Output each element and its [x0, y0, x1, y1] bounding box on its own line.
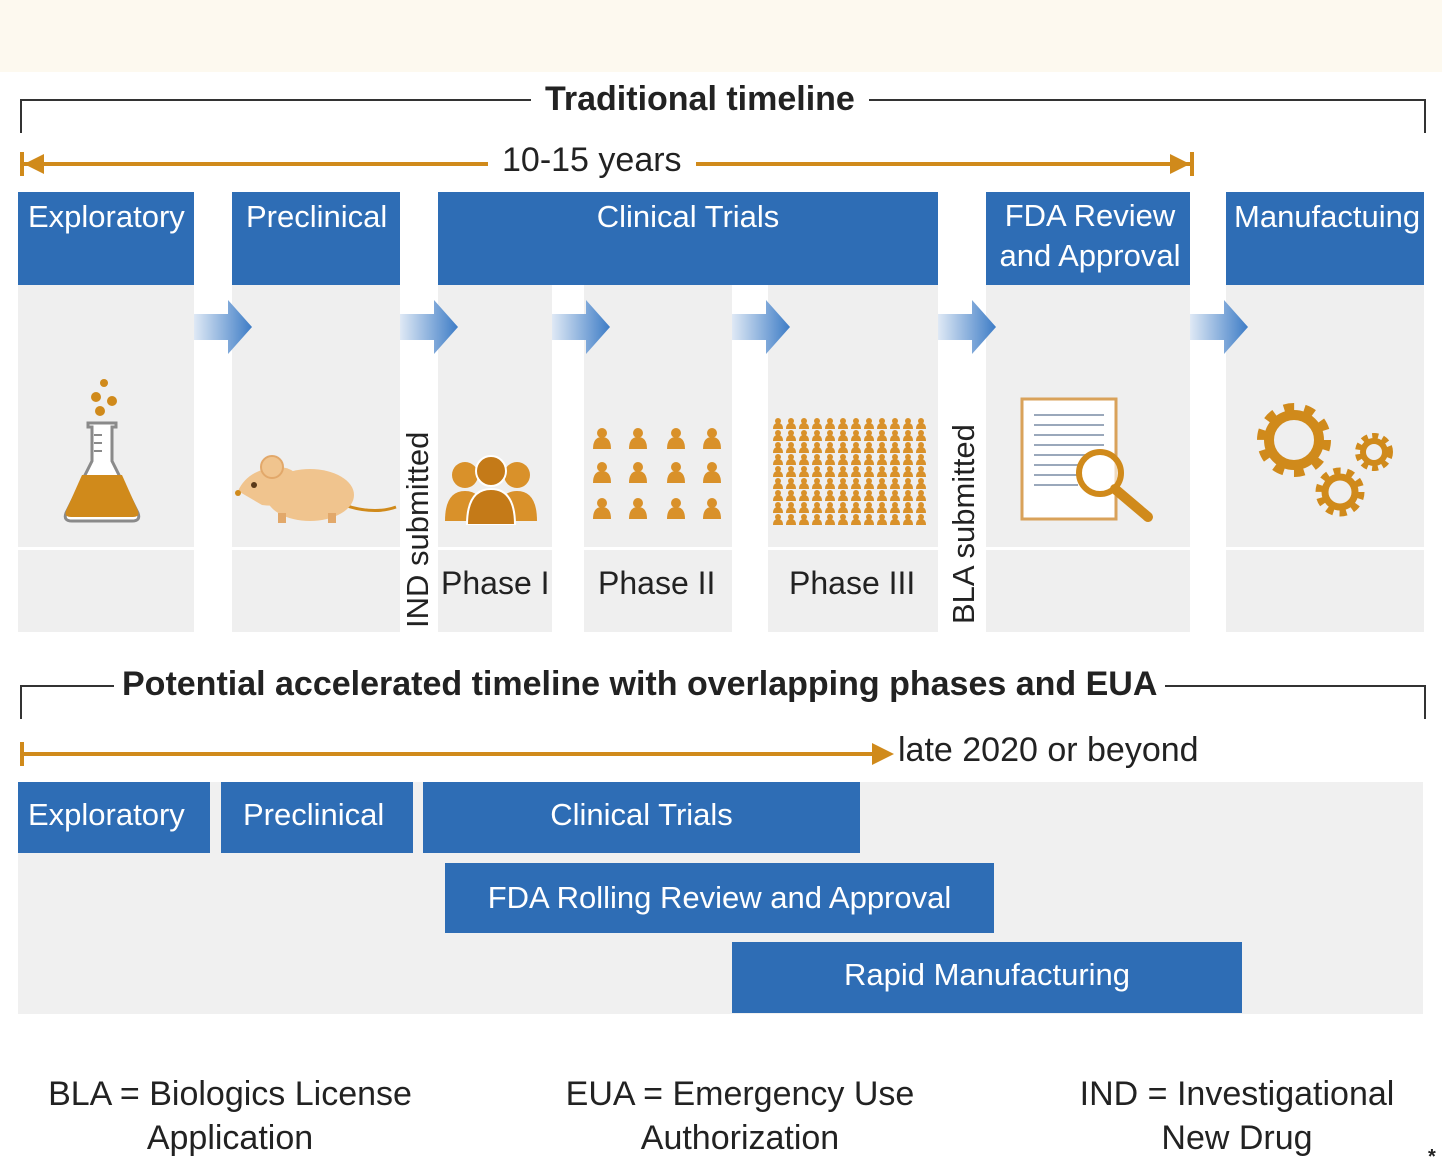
stage-preclinical: Preclinical	[232, 192, 400, 285]
accelerated-duration-label: late 2020 or beyond	[898, 731, 1199, 769]
medium-group-icon	[593, 428, 721, 519]
small-group-icon	[445, 455, 537, 525]
manufacturing-footer	[1226, 550, 1424, 632]
traditional-duration-label: 10-15 years	[488, 141, 696, 180]
flask-icon	[63, 379, 141, 523]
phase3-footer	[768, 550, 938, 632]
bla-submitted-label: BLA submitted	[946, 424, 981, 624]
acc-stage-rapid-manufacturing: Rapid Manufacturing	[732, 942, 1242, 1013]
phase2-footer	[584, 550, 732, 632]
phase-1-label: Phase I	[441, 565, 550, 601]
acc-stage-clinical-trials: Clinical Trials	[423, 782, 860, 853]
stage-clinical-trials: Clinical Trials	[438, 192, 938, 285]
legend-ind-line2: New Drug	[1161, 1119, 1313, 1157]
right-arrow-icon	[938, 300, 996, 354]
legend-ind: IND = Investigational New Drug	[1052, 1072, 1422, 1160]
document-magnifier-icon	[1020, 397, 1153, 522]
acc-stage-exploratory: Exploratory	[18, 782, 210, 853]
legend-ind-line1: IND = Investigational	[1079, 1075, 1395, 1113]
mouse-icon	[235, 455, 397, 523]
right-arrow-icon	[1190, 300, 1248, 354]
right-arrow-icon	[194, 300, 252, 354]
acc-stage-preclinical: Preclinical	[221, 782, 413, 853]
accelerated-title: Potential accelerated timeline with over…	[114, 665, 1166, 704]
exploratory-footer	[18, 550, 194, 632]
ind-submitted-label: IND submitted	[400, 431, 435, 628]
legend-eua-line2: Authorization	[640, 1119, 840, 1157]
right-arrow-icon	[732, 300, 790, 354]
legend-bla-line1: BLA = Biologics License	[48, 1075, 412, 1113]
phase-2-label: Phase II	[598, 565, 716, 601]
top-band	[0, 0, 1442, 72]
legend-bla-line2: Application	[146, 1119, 314, 1157]
right-arrow-icon	[400, 300, 458, 354]
footnote-asterisk: *	[1428, 1146, 1436, 1168]
large-group-icon	[772, 418, 932, 526]
legend-bla: BLA = Biologics License Application	[20, 1072, 440, 1160]
legend-eua-line1: EUA = Emergency Use	[565, 1075, 915, 1113]
phase-3-label: Phase III	[789, 565, 916, 601]
stage-manufacturing: Manufactuing	[1226, 192, 1424, 285]
right-arrow-icon	[552, 300, 610, 354]
traditional-title: Traditional timeline	[531, 80, 869, 119]
gears-icon	[1257, 403, 1393, 517]
acc-stage-fda-rolling-review: FDA Rolling Review and Approval	[445, 863, 994, 933]
manufacturing-column	[1226, 285, 1424, 547]
legend-eua: EUA = Emergency Use Authorization	[538, 1072, 942, 1160]
fda-footer	[986, 550, 1190, 632]
stage-exploratory: Exploratory	[18, 192, 194, 285]
preclinical-footer	[232, 550, 400, 632]
accelerated-duration-arrow	[20, 742, 894, 766]
phase1-footer	[438, 550, 552, 632]
stage-fda-review: FDA Review and Approval	[986, 192, 1190, 285]
